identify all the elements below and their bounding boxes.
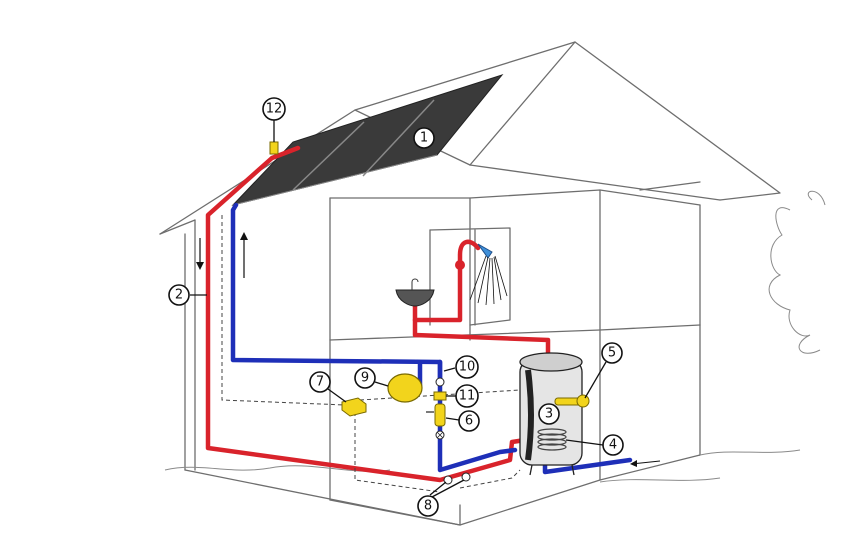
svg-text:10: 10: [459, 360, 476, 375]
svg-text:3: 3: [545, 407, 553, 422]
svg-text:2: 2: [175, 288, 183, 303]
solar-controller: [341, 397, 367, 417]
svg-text:7: 7: [316, 375, 324, 390]
pump-valve-group: [426, 377, 447, 440]
callout-4: 4: [565, 434, 624, 456]
svg-text:1: 1: [420, 131, 428, 146]
house-outline: [159, 41, 826, 526]
air-vent: [269, 141, 279, 155]
expansion-vessel: [387, 373, 423, 403]
callout-9: 9: [354, 367, 389, 389]
svg-text:8: 8: [424, 499, 432, 514]
svg-text:11: 11: [459, 389, 476, 404]
callout-6: 6: [445, 410, 480, 432]
callout-8: 8: [417, 479, 465, 517]
svg-text:12: 12: [266, 102, 283, 117]
solar-collector-panel: [231, 74, 504, 206]
callout-2: 2: [168, 284, 207, 306]
callout-3: 3: [538, 403, 560, 425]
callout-12: 12: [262, 97, 286, 142]
shower-head: [455, 243, 508, 306]
callout-1: 1: [413, 127, 435, 149]
callout-5: 5: [584, 342, 623, 399]
svg-text:6: 6: [465, 414, 473, 429]
wash-basin: [395, 278, 435, 307]
svg-text:5: 5: [608, 346, 616, 361]
callout-7: 7: [309, 371, 347, 403]
heat-exchanger-coil: [537, 428, 567, 451]
svg-text:4: 4: [609, 438, 617, 453]
callout-11: 11: [446, 384, 479, 408]
electric-heater-element: [554, 394, 590, 408]
svg-text:9: 9: [361, 371, 369, 386]
callout-10: 10: [443, 355, 479, 379]
flow-arrows: [196, 232, 661, 467]
